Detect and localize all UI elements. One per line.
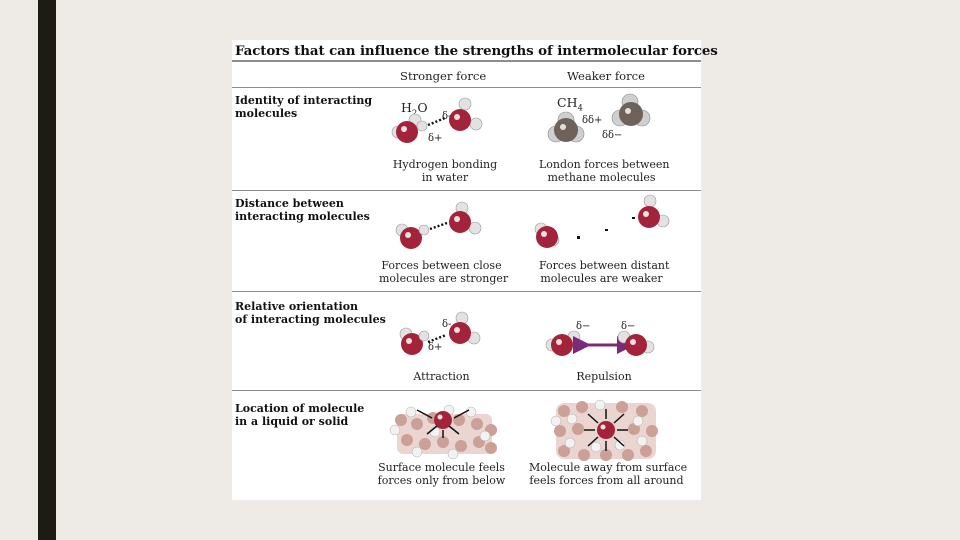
caption-distant-molecules: Forces between distant molecules are wea… [539, 259, 670, 285]
column-header-weaker: Weaker force [567, 69, 646, 83]
figure-title: Factors that can influence the strengths… [235, 43, 718, 59]
intermolecular-forces-figure: Factors that can influence the strengths… [232, 40, 718, 500]
bulk-molecule-lattice [550, 399, 658, 461]
methane-molecules [547, 93, 651, 143]
attraction-delta-plus: δ+ [428, 342, 443, 353]
attraction-water-molecules [399, 311, 481, 355]
row-rule-1 [232, 190, 701, 191]
row-rule-2 [232, 291, 701, 292]
attraction-delta-minus: δ- [442, 319, 452, 330]
caption-close-molecules: Forces between close molecules are stron… [379, 259, 509, 285]
caption-repulsion: Repulsion [576, 370, 632, 383]
surface-molecule-lattice [389, 404, 497, 460]
repulsion-delta-left: δ− [576, 321, 591, 332]
close-water-molecules [395, 201, 482, 249]
distant-water-molecules [534, 194, 670, 248]
column-header-stronger: Stronger force [400, 69, 487, 83]
header-rule [232, 87, 701, 88]
delta-minus-label: δ- [442, 111, 452, 122]
repulsion-water-molecules [545, 330, 655, 356]
title-rule [232, 60, 701, 62]
row-label-orientation: Relative orientation of interacting mole… [235, 300, 386, 326]
slide-left-accent-bar [38, 0, 56, 540]
row-label-identity: Identity of interacting molecules [235, 94, 373, 120]
water-formula: H2O [401, 100, 428, 119]
caption-hydrogen-bonding: Hydrogen bonding in water [392, 158, 498, 184]
methane-formula: CH4 [557, 95, 583, 114]
delta-delta-plus-label: δδ+ [582, 115, 603, 126]
caption-surface-molecule: Surface molecule feels forces only from … [377, 461, 506, 487]
delta-delta-minus-label: δδ− [602, 130, 623, 141]
caption-bulk-molecule: Molecule away from surface feels forces … [529, 461, 688, 487]
repulsion-delta-right: δ− [621, 321, 636, 332]
row-label-location: Location of molecule in a liquid or soli… [235, 402, 365, 428]
delta-plus-label: δ+ [428, 133, 443, 144]
row-label-distance: Distance between interacting molecules [235, 197, 370, 223]
row-rule-3 [232, 390, 701, 391]
caption-attraction: Attraction [413, 370, 470, 383]
hydrogen-bond-water-molecules [391, 97, 483, 143]
caption-london-forces: London forces between methane molecules [539, 158, 670, 184]
